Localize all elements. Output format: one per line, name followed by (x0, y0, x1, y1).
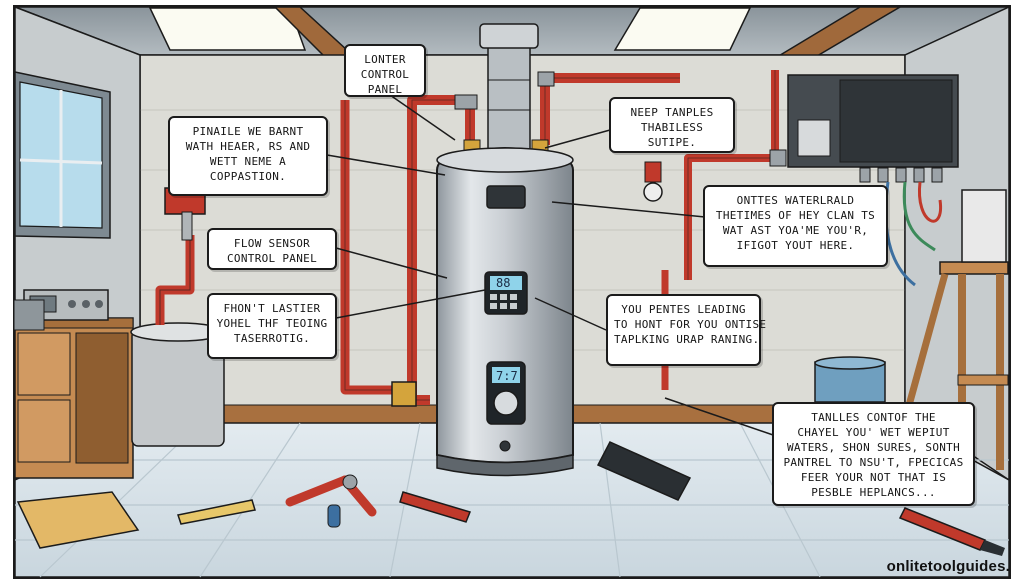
callout-flow-sensor: FLOW SENSOR CONTROL PANEL (207, 228, 337, 270)
site-watermark: onlitetoolguides. (886, 558, 1010, 575)
callout-line: TAPLKING URAP RANING. (614, 333, 760, 346)
callout-line: IFIGOT YOUT HERE. (736, 239, 855, 252)
callout-line: COPPASTION. (209, 170, 287, 183)
basement-window (14, 71, 111, 239)
callout-line: FLOW SENSOR (233, 237, 311, 250)
exhaust-vent (479, 23, 539, 159)
screwdriver-blue (327, 504, 341, 528)
callout-line: PANTREL TO NSU'T, FPECICAS (783, 456, 964, 469)
callout-top-right: NEEP TANPLES THABILESS SUTIPE. (609, 97, 735, 153)
left-supply-pipe (155, 187, 206, 325)
callout-line: NEEP TANPLES (630, 106, 714, 119)
flashlight (596, 441, 692, 501)
callout-line: SUTIPE. (647, 136, 697, 149)
blue-bucket (814, 356, 886, 403)
callout-line: ONTTES WATERLRALD (736, 194, 855, 207)
callout-line: TASERROTIG. (233, 332, 311, 345)
pliers-tool (285, 474, 377, 517)
callout-line: PANEL (367, 83, 403, 96)
callout-line: YOHEL THF TEOING (216, 317, 328, 330)
wall-light-fixture (643, 161, 663, 202)
callout-line: WETT NEME A (209, 155, 287, 168)
callout-top-center: LONTER CONTROL PANEL (344, 44, 426, 97)
control-panel-readout: 88 (496, 276, 510, 290)
callout-bottom-right: TANLLES CONTOF THE CHAYEL YOU' WET WEPIU… (772, 402, 975, 506)
electrical-panel (787, 74, 959, 287)
callout-line: TO HONT FOR YOU ONTISE (614, 318, 767, 331)
callout-low-right: YOU PENTES LEADING TO HONT FOR YOU ONTIS… (606, 294, 767, 366)
callout-line: WATERS, SHON SURES, SONTH (786, 441, 961, 454)
workbench-cabinet (14, 317, 134, 479)
test-equipment (13, 289, 109, 331)
callout-line: YOU PENTES LEADING (621, 303, 746, 316)
callout-line: THABILESS (640, 121, 704, 134)
screwdriver-red (399, 491, 472, 523)
callout-line: PESBLE HEPLANCS... (811, 486, 936, 499)
ceiling-light-left (148, 7, 307, 51)
lower-panel-readout: 7:7 (496, 369, 518, 383)
callout-leaders (326, 94, 777, 437)
trash-can (130, 322, 226, 447)
callout-line: THETIMES OF HEY CLAN TS (715, 209, 876, 222)
callout-line: FHON'T LASTIER (223, 302, 321, 315)
callout-line: PINAILE WE BARNT (192, 125, 304, 138)
callout-line: CONTROL (360, 68, 410, 81)
callout-line: CHAYEL YOU' WET WEPIUT (797, 426, 950, 439)
callout-line: WATH HEAER, RS AND (185, 140, 311, 153)
ceiling-light-right (613, 7, 752, 51)
heater-control-panel (484, 271, 528, 315)
drain-valve (499, 440, 511, 452)
callout-line: LONTER (364, 53, 406, 66)
callout-top-left: PINAILE WE BARNT WATH HEAER, RS AND WETT… (168, 116, 328, 196)
callout-line: TANLLES CONTOF THE (811, 411, 936, 424)
callout-mid-right: ONTTES WATERLRALD THETIMES OF HEY CLAN T… (703, 185, 888, 267)
heater-top-indicator (486, 185, 526, 209)
callout-line: CONTROL PANEL (227, 252, 317, 265)
manila-folder (16, 491, 140, 549)
callout-line: WAT AST YOA'ME YOU'R, (722, 224, 869, 237)
screwdriver-floor-right (898, 507, 1005, 556)
callout-low-left: FHON'T LASTIER YOHEL THF TEOING TASERROT… (207, 293, 337, 359)
marker-yellow (177, 499, 256, 525)
callout-line: FEER YOUR NOT THAT IS (800, 471, 947, 484)
heater-lower-panel (486, 361, 526, 425)
